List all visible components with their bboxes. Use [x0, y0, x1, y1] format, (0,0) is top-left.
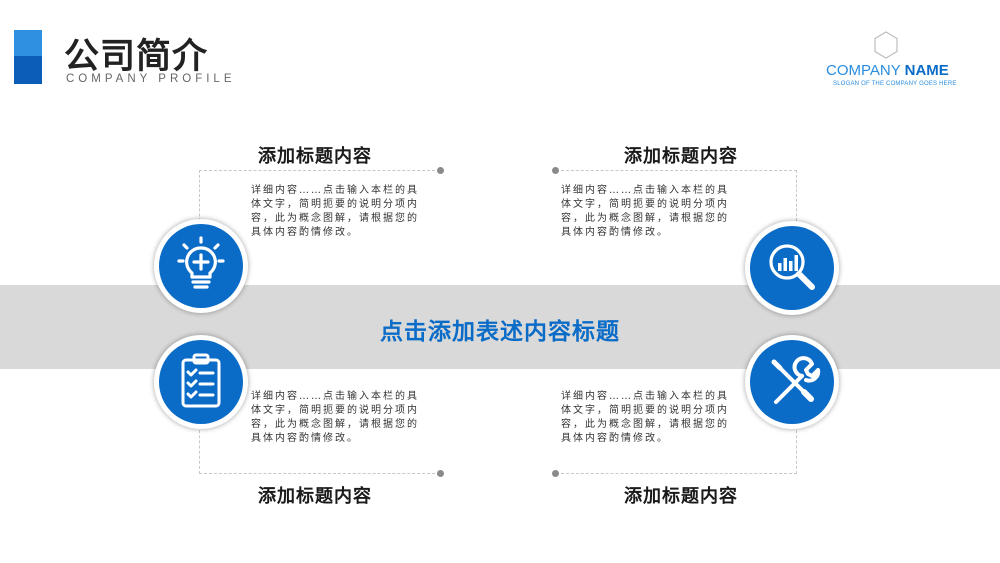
block-text-top-right[interactable]: 详细内容……点击输入本栏的具体文字，简明扼要的说明分项内容，此为概念图解，请根据… [561, 185, 729, 238]
company-name-bold: NAME [904, 62, 949, 79]
block-text-bottom-right[interactable]: 详细内容……点击输入本栏的具体文字，简明扼要的说明分项内容，此为概念图解，请根据… [561, 391, 729, 444]
icon-circle-bottom-right [750, 340, 834, 424]
frame-bottom-left [199, 420, 440, 474]
page-subtitle: COMPANY PROFILE [66, 73, 236, 85]
frame-dot [552, 470, 559, 477]
company-slogan: SLOGAN OF THE COMPANY GOES HERE [833, 81, 957, 87]
frame-bottom-right [556, 420, 797, 474]
center-band [0, 285, 1000, 369]
block-heading-bottom-left[interactable]: 添加标题内容 [258, 486, 372, 507]
frame-top-left [199, 170, 440, 226]
company-name: COMPANY NAME [826, 62, 949, 79]
icon-circle-top-right [750, 226, 834, 310]
hexagon-logo-icon [874, 31, 898, 59]
frame-dot [552, 167, 559, 174]
icon-circle-bottom-left [159, 340, 243, 424]
title-accent-bar [14, 30, 42, 84]
block-text-bottom-left[interactable]: 详细内容……点击输入本栏的具体文字，简明扼要的说明分项内容，此为概念图解，请根据… [251, 391, 419, 444]
clipboard-checklist-icon [181, 353, 221, 408]
wrench-screwdriver-icon [771, 356, 821, 404]
page-title: 公司简介 [64, 37, 209, 77]
center-title[interactable]: 点击添加表述内容标题 [380, 319, 620, 345]
frame-top-right [556, 170, 797, 226]
icon-circle-top-left [159, 224, 243, 308]
block-heading-top-right[interactable]: 添加标题内容 [624, 146, 738, 167]
company-name-light: COMPANY [826, 62, 905, 79]
block-heading-bottom-right[interactable]: 添加标题内容 [624, 486, 738, 507]
frame-dot [437, 470, 444, 477]
block-heading-top-left[interactable]: 添加标题内容 [258, 146, 372, 167]
lightbulb-plus-icon [177, 236, 225, 289]
frame-dot [437, 167, 444, 174]
magnifier-chart-icon [769, 244, 815, 290]
block-text-top-left[interactable]: 详细内容……点击输入本栏的具体文字，简明扼要的说明分项内容，此为概念图解，请根据… [251, 185, 419, 238]
